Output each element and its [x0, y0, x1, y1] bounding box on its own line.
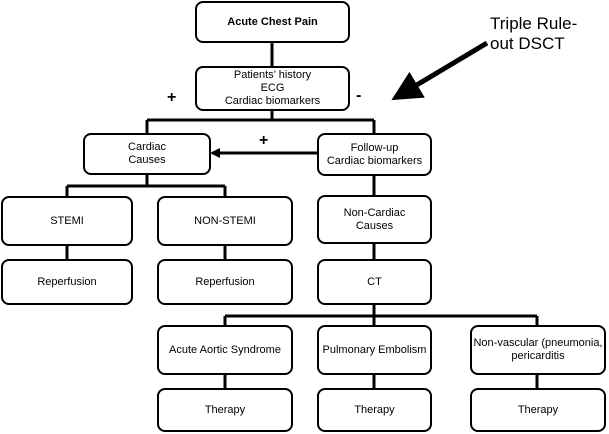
- node-acute-aortic-syndrome: Acute Aortic Syndrome: [157, 325, 293, 375]
- node-patient-assessment: Patients’ history ECG Cardiac biomarkers: [195, 66, 350, 111]
- node-therapy-3: Therapy: [470, 388, 606, 432]
- node-therapy-1: Therapy: [157, 388, 293, 432]
- node-non-cardiac: Non-Cardiac Causes: [317, 195, 432, 244]
- node-reperfusion-2: Reperfusion: [157, 259, 293, 305]
- node-therapy-2: Therapy: [317, 388, 432, 432]
- node-pulmonary-embolism: Pulmonary Embolism: [317, 325, 432, 375]
- node-stemi: STEMI: [1, 196, 133, 246]
- node-non-vascular: Non-vascular (pneumonia, pericarditis: [470, 325, 606, 375]
- sign-negative-right: -: [356, 87, 362, 104]
- node-reperfusion-1: Reperfusion: [1, 259, 133, 305]
- node-acute-chest-pain: Acute Chest Pain: [195, 1, 350, 43]
- sign-positive-arrow: +: [259, 132, 269, 149]
- node-cardiac-causes: Cardiac Causes: [83, 133, 211, 175]
- node-ct: CT: [317, 259, 432, 305]
- node-non-stemi: NON-STEMI: [157, 196, 293, 246]
- node-follow-up: Follow-up Cardiac biomarkers: [317, 133, 432, 176]
- callout-triple-rule-out: Triple Rule- out DSCT: [490, 14, 578, 53]
- sign-positive-left: +: [167, 89, 177, 106]
- callout-arrow: [391, 40, 489, 101]
